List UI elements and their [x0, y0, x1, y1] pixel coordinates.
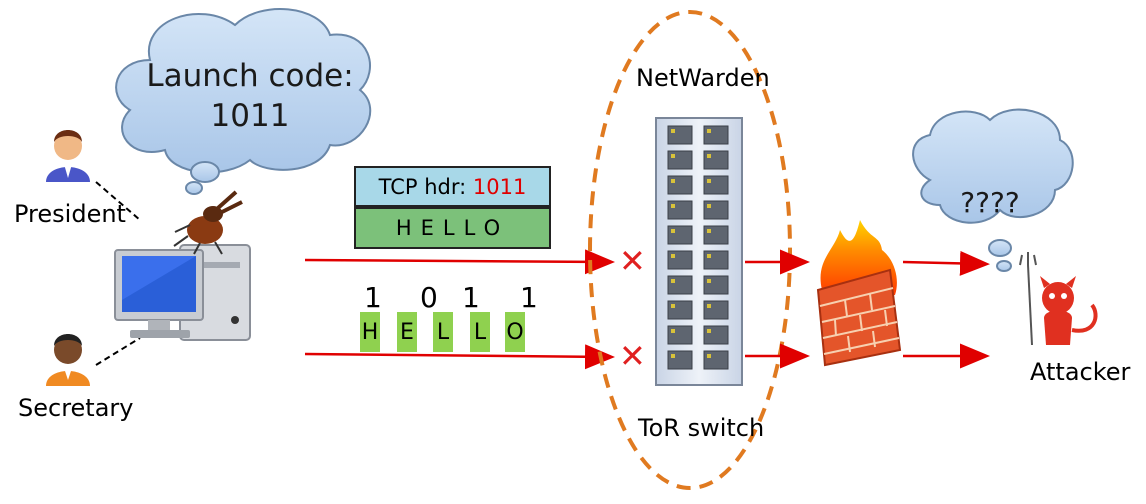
switch-port-led [671, 279, 675, 283]
blocked-x-icon: ✕ [619, 337, 646, 375]
switch-port-led [671, 254, 675, 258]
covert-chunk: O [505, 312, 525, 352]
netwarden-label: NetWarden [636, 64, 770, 92]
covert-chunk: E [397, 312, 417, 352]
attacker-cloud-text: ???? [960, 186, 1020, 219]
switch-port-led [707, 154, 711, 158]
switch-port [703, 250, 729, 270]
computer-icon [114, 244, 251, 341]
switch-port-led [707, 279, 711, 283]
covert-chunk: L [433, 312, 453, 352]
tor-switch-icon [655, 117, 743, 386]
attacker-label: Attacker [1030, 358, 1131, 386]
switch-port-led [671, 329, 675, 333]
switch-port [703, 300, 729, 320]
switch-port [703, 275, 729, 295]
covert-bit: 1 [520, 281, 538, 314]
blocked-x-icon: ✕ [619, 242, 646, 280]
switch-port-led [707, 304, 711, 308]
switch-port-led [671, 129, 675, 133]
covert-chunk: H [360, 312, 380, 352]
switch-port-led [671, 304, 675, 308]
switch-port [703, 325, 729, 345]
tcp-header-box: TCP hdr: 1011 [354, 166, 551, 207]
lower-flow-arrow [304, 344, 615, 370]
switch-port [703, 150, 729, 170]
payload-box: HELLO [354, 207, 551, 249]
switch-port-led [707, 129, 711, 133]
switch-port-led [671, 354, 675, 358]
switch-port [667, 250, 693, 270]
president-thought-cloud [115, 8, 372, 195]
switch-port-led [707, 329, 711, 333]
switch-port-led [671, 154, 675, 158]
switch-port [667, 125, 693, 145]
tor-switch-label: ToR switch [638, 414, 765, 442]
president-label: President [14, 200, 126, 228]
attacker-devil-icon [1019, 252, 1098, 346]
switch-port [703, 175, 729, 195]
switch-port [667, 200, 693, 220]
switch-port-led [707, 204, 711, 208]
switch-port-led [671, 204, 675, 208]
firewall-icon [816, 220, 902, 367]
cloud-line-1: Launch code: [146, 58, 354, 94]
switch-port-led [707, 254, 711, 258]
switch-port [667, 175, 693, 195]
switch-port [703, 125, 729, 145]
switch-port [667, 325, 693, 345]
upper-flow-arrow [304, 249, 615, 275]
secretary-avatar [46, 334, 90, 386]
switch-port-led [671, 229, 675, 233]
covert-bit: 0 [420, 281, 438, 314]
switch-port-led [671, 179, 675, 183]
attacker-thought-cloud [912, 108, 1074, 272]
switch-port [667, 300, 693, 320]
switch-port-led [707, 354, 711, 358]
tcp-header-value: 1011 [472, 174, 527, 199]
secretary-label: Secretary [18, 394, 134, 422]
tcp-header-prefix: TCP hdr: [378, 174, 473, 199]
covert-chunk: L [470, 312, 490, 352]
bug-icon [173, 190, 243, 255]
switch-port [703, 350, 729, 370]
president-avatar [46, 130, 90, 182]
switch-port [703, 225, 729, 245]
cloud-line-2: 1011 [210, 98, 290, 134]
covert-bit: 1 [364, 281, 382, 314]
covert-bit: 1 [462, 281, 480, 314]
switch-port [667, 350, 693, 370]
switch-port [667, 275, 693, 295]
president-cloud-text: Launch code: 1011 [130, 56, 370, 136]
switch-port [667, 225, 693, 245]
switch-port [703, 200, 729, 220]
switch-port [667, 150, 693, 170]
secretary-link-line [95, 337, 141, 366]
switch-port-led [707, 229, 711, 233]
firewall-to-attacker-arrow-upper [902, 250, 990, 276]
switch-port-led [707, 179, 711, 183]
